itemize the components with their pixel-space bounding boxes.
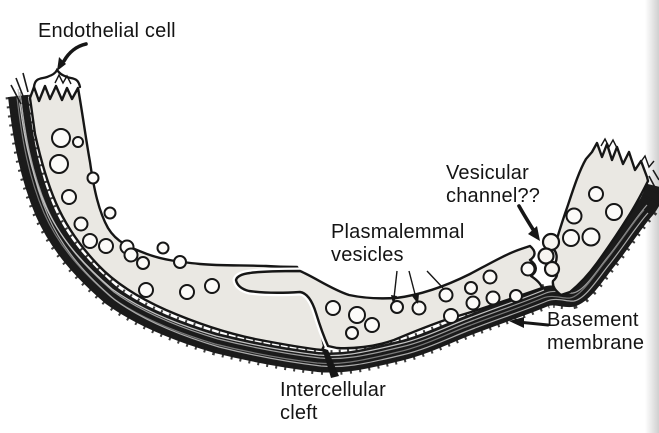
basement-membrane-ragged-ends	[10, 72, 659, 194]
intercellular-cleft-label: Intercellular cleft	[280, 379, 386, 424]
plasmalemmal-vesicles-label: Plasmalemmal vesicles	[331, 221, 465, 266]
basement-membrane-fiber-texture	[16, 88, 649, 368]
plasmalemmal-vesicle	[411, 300, 427, 316]
plasmalemmal-vesicle	[509, 289, 523, 303]
endothelial-cell-label: Endothelial cell	[38, 20, 176, 42]
plasmalemmal-vesicle	[390, 300, 404, 314]
plasmalemmal-vesicle	[465, 295, 481, 311]
right-cut-edge-outer-jags	[639, 154, 655, 169]
left-cut-edge-hairline-jags	[54, 73, 72, 85]
page-edge-shadow	[645, 0, 659, 433]
plasmalemmal-vesicle	[588, 186, 604, 202]
basement-membrane-band	[5, 72, 659, 376]
plasmalemmal-vesicle	[605, 203, 623, 221]
plasmalemmal-vesicle	[520, 261, 536, 277]
basement-membrane-arrow	[509, 317, 550, 328]
basement-membrane-label: Basement membrane	[547, 309, 645, 354]
plasmalemmal-vesicle	[173, 255, 187, 269]
plasmalemmal-vesicle	[72, 136, 84, 148]
vesicular-channel-arrow	[517, 204, 540, 241]
plasmalemmal-vesicle	[443, 308, 459, 324]
plasmalemmal-vesicle	[485, 290, 501, 306]
right-cut-edge-hairline-jags	[600, 137, 618, 149]
plasmalemmal-vesicle	[364, 317, 380, 333]
plasmalemmal-vesicle	[204, 278, 220, 294]
plasmalemmal-vesicles-leader-lines	[391, 270, 444, 304]
vesicular-channel-bead	[543, 260, 561, 278]
vesicular-channel-label: Vesicular channel??	[446, 162, 541, 207]
plasmalemmal-vesicle	[482, 269, 498, 285]
plasmalemmal-vesicle	[325, 300, 341, 316]
plasmalemmal-vesicle	[348, 306, 366, 324]
plasmalemmal-vesicle	[49, 154, 69, 174]
plasmalemmal-vesicle	[82, 233, 98, 249]
plasmalemmal-vesicle	[581, 227, 601, 247]
plasmalemmal-vesicle	[51, 128, 71, 148]
plasmalemmal-vesicle	[156, 241, 170, 255]
plasmalemmal-vesicle	[123, 247, 139, 263]
plasmalemmal-vesicle	[438, 287, 454, 303]
intercellular-cleft-pointer	[322, 348, 339, 378]
endothelial-cell-middle-section	[234, 244, 544, 350]
plasmalemmal-vesicle	[73, 216, 89, 232]
plasmalemmal-vesicle	[565, 207, 583, 225]
plasmalemmal-vesicle	[86, 171, 100, 185]
annotation-arrows	[32, 42, 550, 378]
plasmalemmal-vesicle	[464, 281, 478, 295]
vesicular-channel-chain	[537, 232, 561, 278]
endothelial-cells	[28, 73, 655, 352]
endothelial-cell-brace	[32, 67, 82, 89]
plasmalemmal-vesicle	[61, 189, 77, 205]
plasmalemmal-vesicle	[345, 326, 359, 340]
vesicular-channel-bead	[537, 247, 555, 265]
plasmalemmal-vesicles-layer	[49, 128, 623, 340]
plasmalemmal-vesicle	[136, 256, 150, 270]
plasmalemmal-vesicle	[179, 284, 195, 300]
plasmalemmal-vesicle	[98, 238, 114, 254]
plasmalemmal-vesicle	[103, 206, 117, 220]
plasmalemmal-vesicle	[138, 282, 154, 298]
endothelial-cell-arrow	[57, 42, 88, 71]
plasmalemmal-vesicle	[562, 229, 580, 247]
